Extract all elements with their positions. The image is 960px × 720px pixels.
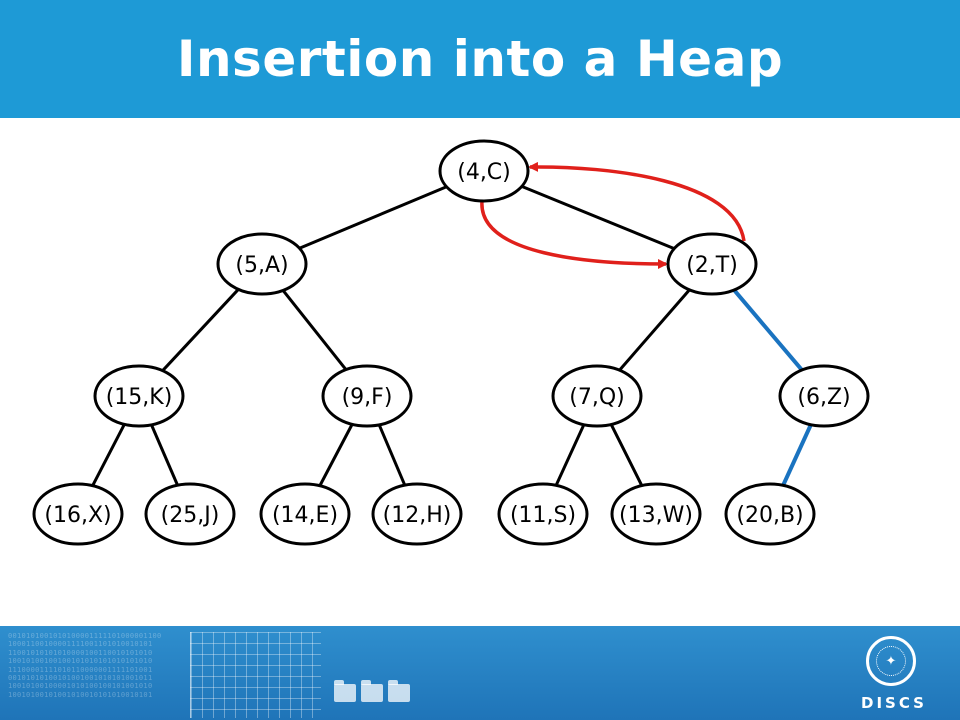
heap-node-label: (4,C) <box>457 160 511 185</box>
heap-node-label: (25,J) <box>161 503 220 528</box>
tree-edge <box>609 423 644 487</box>
heap-node: (13,W) <box>610 482 702 546</box>
folder-icon <box>388 680 410 702</box>
folder-icon <box>334 680 356 702</box>
heap-node: (20,B) <box>724 482 816 546</box>
heap-node-ellipse <box>778 364 870 428</box>
tree-edge <box>318 423 354 487</box>
heap-node-label: (9,F) <box>342 385 393 410</box>
org-name: DISCS <box>861 694 927 712</box>
heap-node-ellipse <box>666 232 758 296</box>
tree-edge <box>377 424 407 486</box>
heap-node: (6,Z) <box>778 364 870 428</box>
heap-node-ellipse <box>371 482 463 546</box>
tree-edge <box>150 424 179 486</box>
heap-node: (16,X) <box>32 482 124 546</box>
heap-node-label: (16,X) <box>44 503 111 528</box>
heap-node-label: (20,B) <box>736 503 803 528</box>
heap-node-ellipse <box>144 482 236 546</box>
heap-node-label: (15,K) <box>106 385 173 410</box>
binary-pattern: 0010101001010100001111101000001100 10001… <box>8 632 162 699</box>
heap-node-label: (2,T) <box>686 253 738 278</box>
heap-node-ellipse <box>551 364 643 428</box>
tree-edge <box>281 289 348 371</box>
swap-arrow-down <box>480 200 668 269</box>
heap-node-ellipse <box>497 482 589 546</box>
folder-icon <box>361 680 383 702</box>
heap-node: (14,E) <box>259 482 351 546</box>
heap-node-label: (11,S) <box>510 503 576 528</box>
heap-node: (4,C) <box>438 139 530 203</box>
heap-node-ellipse <box>32 482 124 546</box>
tree-nodes: (4,C) (5,A) (2,T) (15,K) (9,F) (7,Q) (6,Z) (16,… <box>32 139 870 546</box>
tree-edge <box>554 424 586 486</box>
heap-node: (25,J) <box>144 482 236 546</box>
heap-node-label: (14,E) <box>272 503 338 528</box>
heap-node-ellipse <box>724 482 816 546</box>
heap-node-ellipse <box>93 364 185 428</box>
grid-chart-icon <box>190 632 321 718</box>
heap-node: (7,Q) <box>551 364 643 428</box>
heap-node-label: (7,Q) <box>569 385 624 410</box>
heap-node-label: (12,H) <box>383 503 452 528</box>
insert-path-edge <box>781 423 813 487</box>
heap-node-ellipse <box>321 364 413 428</box>
slide-title: Insertion into a Heap <box>176 30 784 88</box>
insert-path-edge <box>732 288 804 372</box>
heap-node-ellipse <box>610 482 702 546</box>
title-bar: Insertion into a Heap <box>0 0 960 118</box>
heap-node: (11,S) <box>497 482 589 546</box>
footer-banner: 0010101001010100001111101000001100 10001… <box>0 626 960 720</box>
heap-node-label: (13,W) <box>619 503 693 528</box>
folder-icons <box>334 680 410 702</box>
heap-node: (9,F) <box>321 364 413 428</box>
heap-node: (5,A) <box>216 232 308 296</box>
university-seal-icon: ✦ <box>866 636 916 686</box>
tree-edges <box>91 185 813 487</box>
swap-arrow-up <box>528 161 746 242</box>
swap-arrows <box>480 161 746 269</box>
heap-node-ellipse <box>259 482 351 546</box>
heap-node: (12,H) <box>371 482 463 546</box>
heap-node: (2,T) <box>666 232 758 296</box>
tree-edge <box>298 185 448 250</box>
heap-node: (15,K) <box>93 364 185 428</box>
tree-edge <box>618 288 691 372</box>
heap-node-ellipse <box>216 232 308 296</box>
heap-node-label: (6,Z) <box>797 385 850 410</box>
heap-node-label: (5,A) <box>235 253 288 278</box>
tree-edge <box>521 185 675 250</box>
heap-node-ellipse <box>438 139 530 203</box>
tree-edge <box>91 423 126 487</box>
tree-edge <box>161 288 240 372</box>
